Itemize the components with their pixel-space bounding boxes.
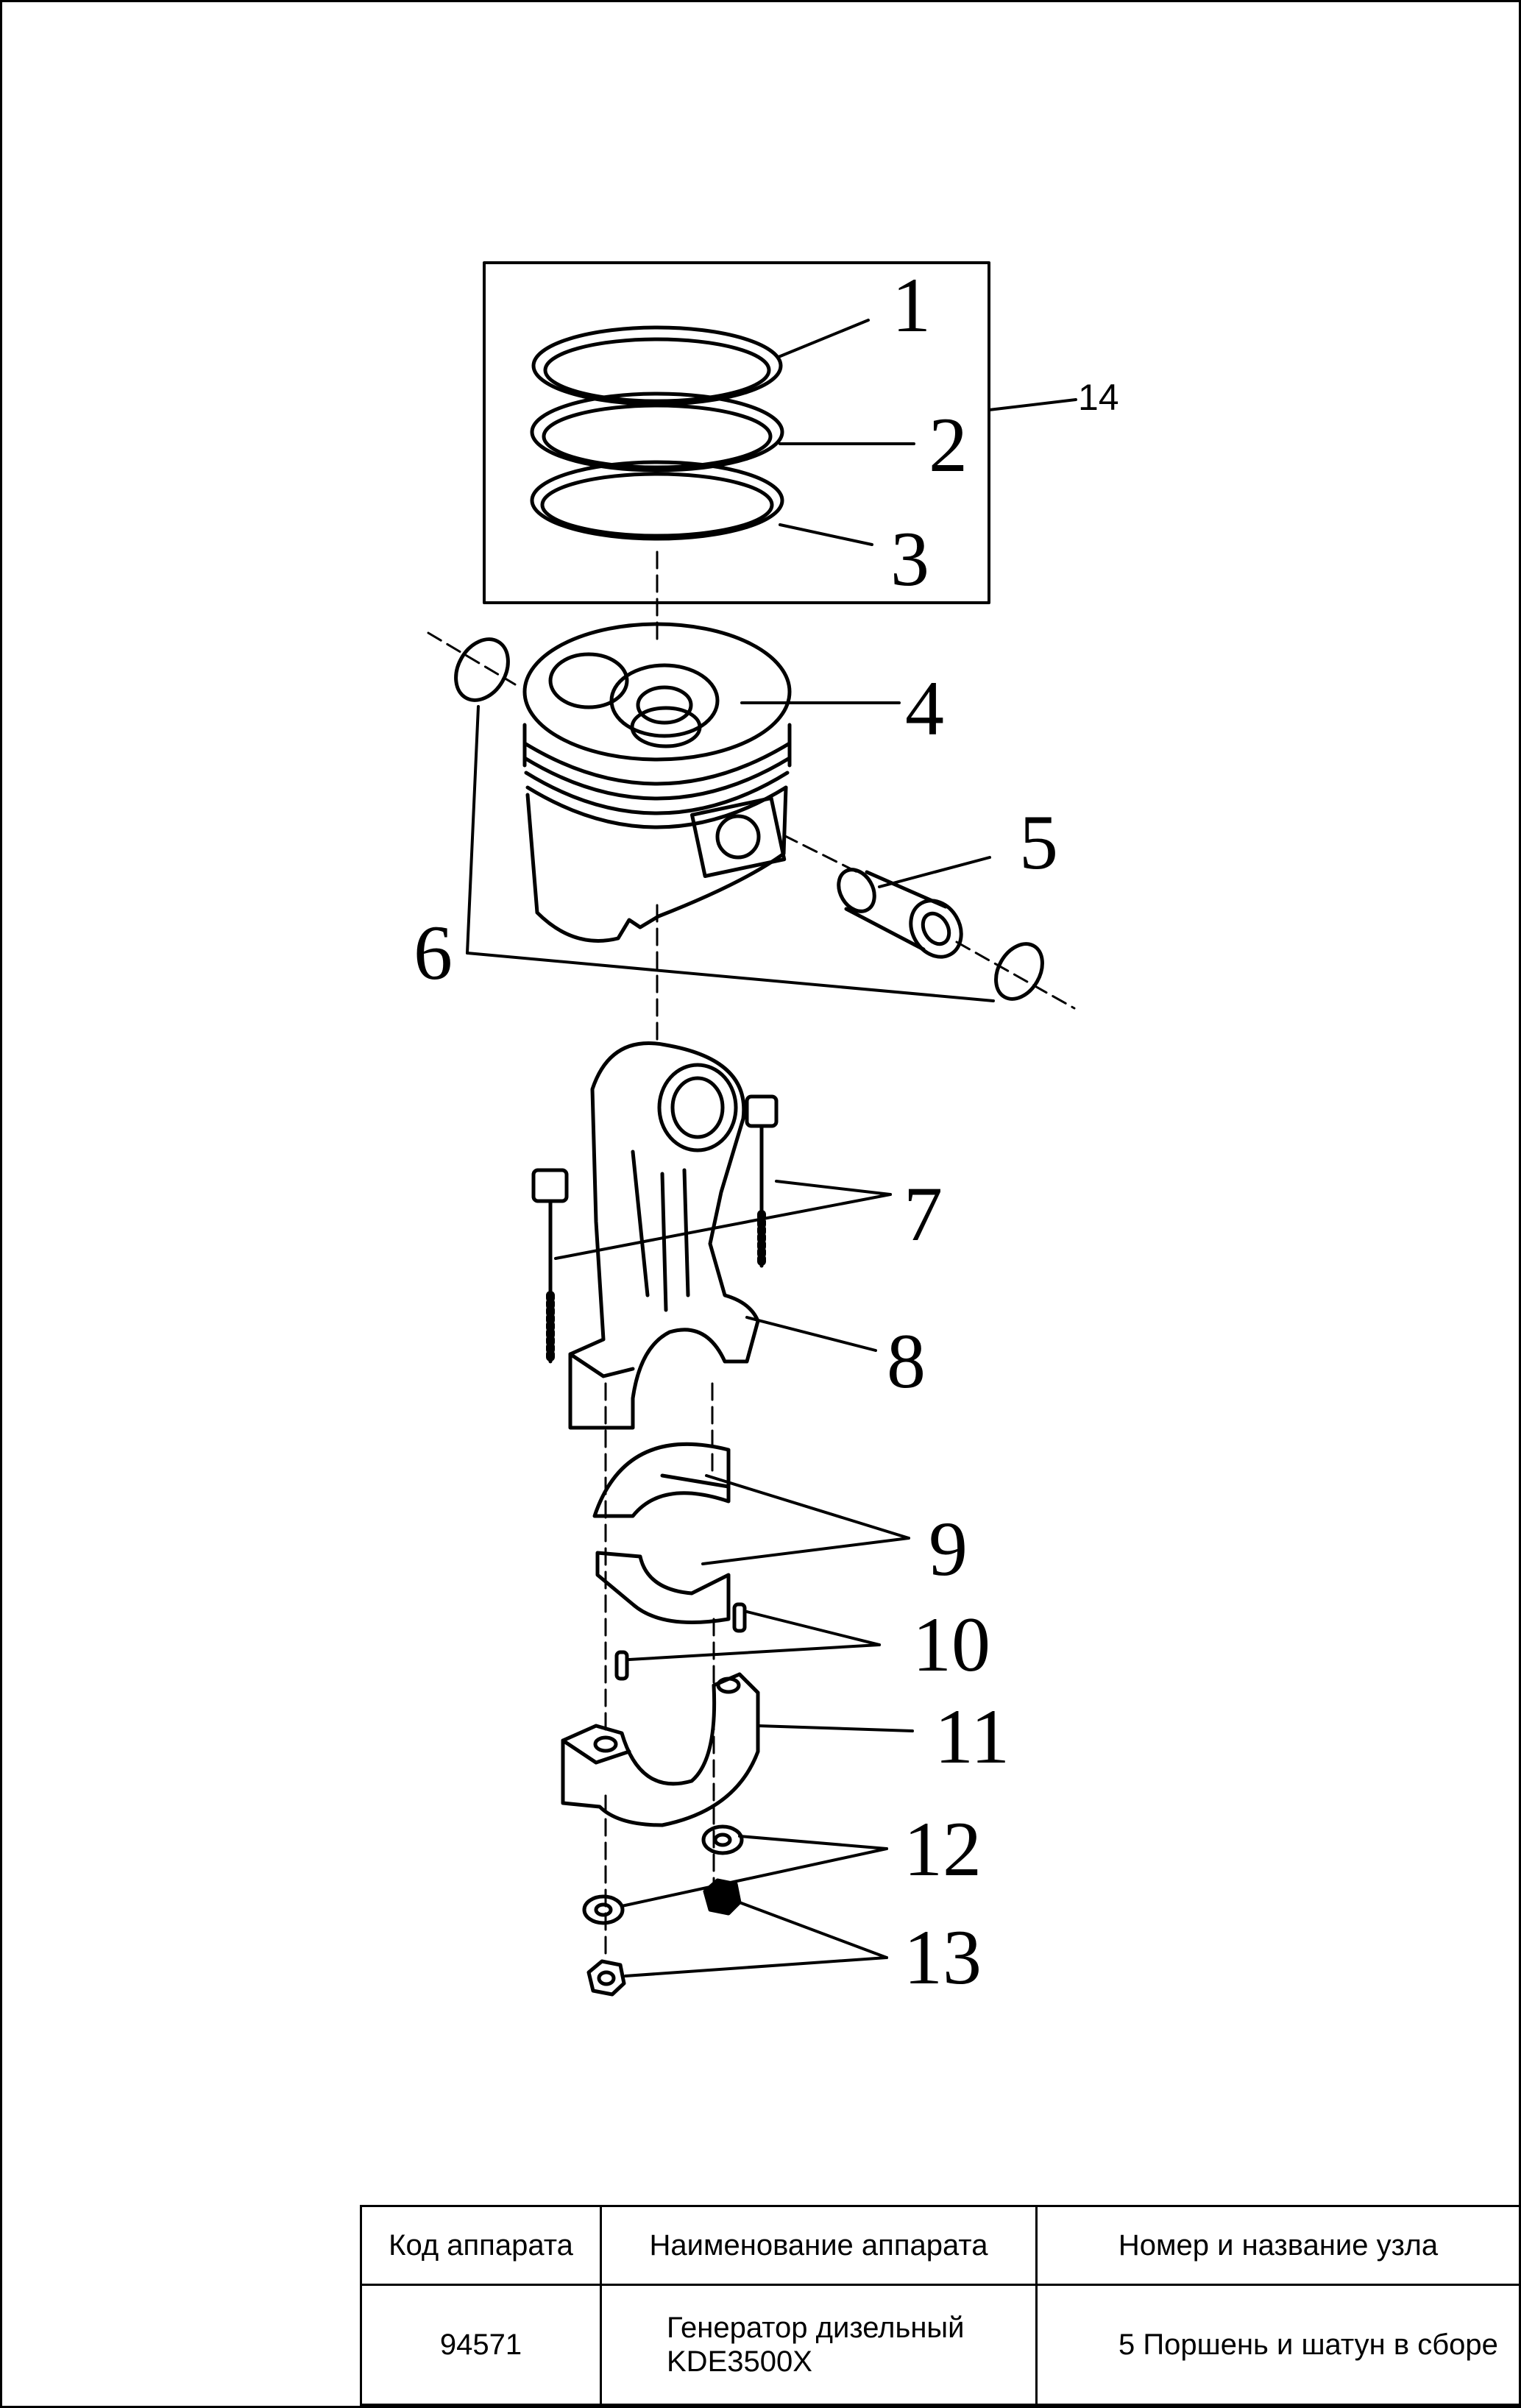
assembly-axis-lines <box>604 550 715 1959</box>
callout-6: 6 <box>414 910 453 996</box>
value-device-code: 94571 <box>360 2284 602 2406</box>
conrod-bolts <box>531 1094 779 1366</box>
callout-14: 14 <box>1078 377 1119 418</box>
value-unit-name: 5 Поршень и шатун в сборе <box>1035 2284 1521 2406</box>
callout-11: 11 <box>935 1693 1010 1780</box>
callout-labels: 1 2 3 4 5 6 7 8 9 10 11 12 13 14 <box>414 262 1119 2000</box>
circlips <box>427 631 1076 1010</box>
title-block: Код аппарата Наименование аппарата Номер… <box>360 2205 1521 2406</box>
header-device-code: Код аппарата <box>360 2205 602 2286</box>
callout-9: 9 <box>929 1506 968 1592</box>
callout-1: 1 <box>892 262 931 348</box>
piston-pin <box>782 834 963 959</box>
callout-13: 13 <box>904 1914 982 2000</box>
callout-8: 8 <box>887 1318 926 1404</box>
dowel-pins <box>614 1602 747 1681</box>
callout-2: 2 <box>929 402 968 488</box>
callout-3: 3 <box>890 516 929 602</box>
value-device-name: Генератор дизельный KDE3500X <box>600 2284 1038 2406</box>
piston <box>522 622 792 943</box>
header-unit-name: Номер и название узла <box>1035 2205 1521 2286</box>
piston-ring-2 <box>530 392 784 472</box>
header-device-name: Наименование аппарата <box>600 2205 1038 2286</box>
leader-lines <box>466 319 1077 1977</box>
title-block-header-row: Код аппарата Наименование аппарата Номер… <box>360 2205 1521 2286</box>
callout-5: 5 <box>1019 799 1058 885</box>
callout-4: 4 <box>905 665 944 751</box>
title-block-value-row: 94571 Генератор дизельный KDE3500X 5 Пор… <box>360 2284 1521 2406</box>
piston-ring-3 <box>530 460 784 541</box>
callout-10: 10 <box>912 1601 990 1688</box>
bearing-shells <box>592 1442 731 1624</box>
washers <box>582 1824 744 1925</box>
rod-cap <box>561 1672 760 1827</box>
callout-7: 7 <box>904 1171 943 1257</box>
ring-set-frame <box>483 261 990 604</box>
callout-12: 12 <box>904 1806 982 1892</box>
connecting-rod <box>568 1041 760 1430</box>
